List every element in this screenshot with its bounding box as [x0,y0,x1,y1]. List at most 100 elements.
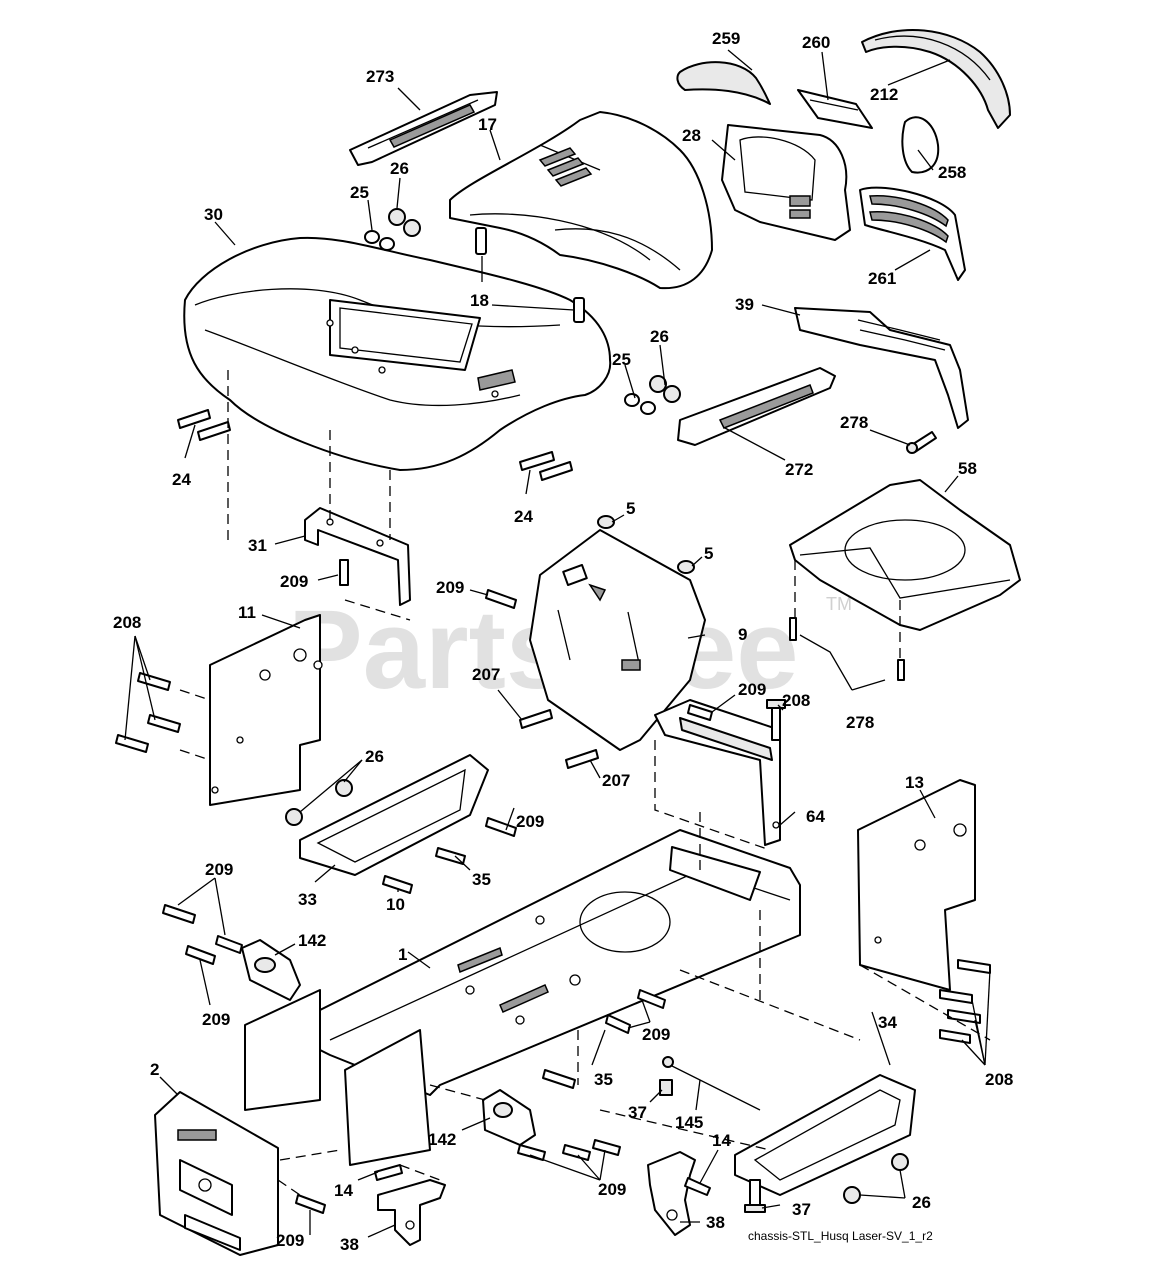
callout-25-b: 25 [612,350,631,369]
callout-26-c: 26 [365,747,384,766]
callout-258: 258 [938,163,966,182]
callout-273: 273 [366,67,394,86]
part-38-bracket-right[interactable] [647,1151,696,1236]
part-24-bolts-right[interactable] [519,451,573,481]
callout-209-b: 209 [436,578,464,597]
part-26-nuts-lower[interactable] [843,1153,909,1204]
callout-39: 39 [735,295,754,314]
part-39-bracket[interactable] [794,307,969,429]
callout-13: 13 [905,773,924,792]
callout-209-f: 209 [202,1010,230,1029]
callout-142-a: 142 [298,931,326,950]
part-261-grille-insert[interactable] [859,186,966,281]
part-145-rod[interactable] [662,1056,761,1111]
callout-207-b: 207 [602,771,630,790]
part-5-grommet-left[interactable] [597,515,615,529]
callout-26-d: 26 [912,1193,931,1212]
callout-26-a: 26 [390,159,409,178]
callout-278-b: 278 [846,713,874,732]
callout-31: 31 [248,536,267,555]
part-142-bracket-right[interactable] [482,1089,536,1146]
part-34-footrest[interactable] [734,1074,916,1196]
callout-14-b: 14 [334,1181,353,1200]
part-38-bracket-left[interactable] [377,1179,446,1246]
part-25-washer-upper[interactable] [364,230,395,251]
part-278-screw-upper[interactable] [906,431,937,454]
callout-2: 2 [150,1060,159,1079]
callout-labels: 273 259 260 212 258 17 28 26 25 30 18 26… [113,29,1013,1254]
callout-5-a: 5 [626,499,635,518]
part-26-nut-right[interactable] [649,375,681,403]
part-30-fender[interactable] [183,236,612,471]
part-208-bolt-upper[interactable] [766,699,786,741]
callout-18: 18 [470,291,489,310]
callout-24-b: 24 [514,507,533,526]
part-14-bolt-right[interactable] [684,1177,711,1196]
part-5-grommet-right[interactable] [677,560,695,574]
callout-5-b: 5 [704,544,713,563]
part-14-bolt-left[interactable] [374,1164,403,1181]
callout-25-a: 25 [350,183,369,202]
callout-34: 34 [878,1013,897,1032]
part-26-nut-upper[interactable] [388,208,421,237]
part-24-bolts-left[interactable] [177,409,231,441]
diagram-caption: chassis-STL_Husq Laser-SV_1_r2 [748,1229,933,1243]
callout-38-b: 38 [706,1213,725,1232]
callout-37-b: 37 [792,1200,811,1219]
part-37-bolt-lower[interactable] [744,1179,766,1213]
part-2-front-plate[interactable] [154,1091,279,1256]
part-26-nuts-footrest[interactable] [285,779,353,826]
callout-209-a: 209 [280,572,308,591]
part-260-panel[interactable] [797,89,873,129]
part-212-strip[interactable] [861,28,1011,129]
part-142-bracket-left[interactable] [241,939,301,1001]
part-11-side-plate[interactable] [209,614,323,806]
callout-10: 10 [386,895,405,914]
callout-14-a: 14 [712,1131,731,1150]
callout-35-a: 35 [472,870,491,889]
callout-11: 11 [238,603,256,622]
callout-259: 259 [712,29,740,48]
part-28-dash-housing[interactable] [721,124,851,241]
part-17-hood[interactable] [449,111,713,290]
callout-145: 145 [675,1113,703,1132]
part-33-footrest[interactable] [299,754,489,876]
callout-33: 33 [298,890,317,909]
part-31-bracket[interactable] [304,507,411,606]
part-13-side-plate[interactable] [857,779,976,991]
part-64-front-weight[interactable] [654,699,781,846]
callout-38-a: 38 [340,1235,359,1254]
callout-142-b: 142 [428,1130,456,1149]
part-1-main-frame[interactable] [299,829,801,1096]
callout-209-d: 209 [516,812,544,831]
watermark-trademark: TM [826,594,852,614]
part-37-bolt-upper[interactable] [659,1079,673,1096]
alignment-lines [179,370,991,1196]
part-273-grille[interactable] [349,91,498,166]
callout-9: 9 [738,625,747,644]
callout-208-a: 208 [113,613,141,632]
callout-64: 64 [806,807,825,826]
part-258-lens[interactable] [901,116,940,174]
callout-24-a: 24 [172,470,191,489]
part-18-pin-lower[interactable] [573,297,585,323]
part-272-trim[interactable] [677,367,836,446]
part-259-cover[interactable] [676,61,771,105]
part-58-shroud[interactable] [789,479,1021,631]
callout-272: 272 [785,460,813,479]
callout-1: 1 [398,945,407,964]
callout-17: 17 [478,115,497,134]
callout-208-b: 208 [782,691,810,710]
callout-209-c: 209 [738,680,766,699]
callout-28: 28 [682,126,701,145]
leader-lines [124,49,991,1238]
callout-261: 261 [868,269,896,288]
part-25-washer-right[interactable] [624,393,656,415]
part-18-pin-upper[interactable] [475,227,487,255]
callout-209-i: 209 [276,1231,304,1250]
frame-plate-left[interactable] [244,989,431,1166]
callout-30: 30 [204,205,223,224]
callout-26-b: 26 [650,327,669,346]
callout-208-c: 208 [985,1070,1013,1089]
